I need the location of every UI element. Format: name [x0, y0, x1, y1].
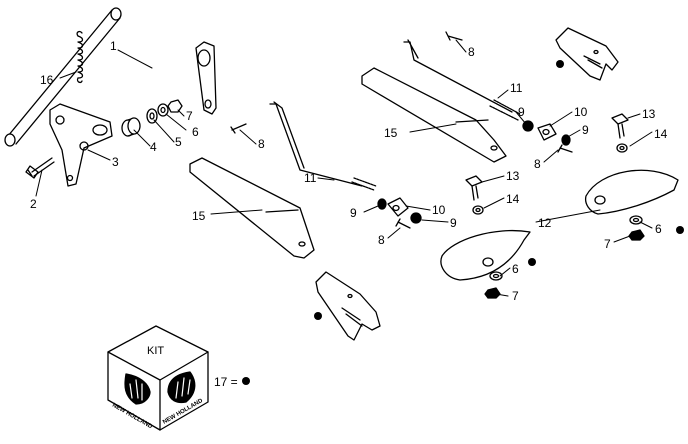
clevis-part-10-left — [387, 197, 409, 217]
callout-1: 1 — [110, 39, 117, 53]
washer-part-14-left — [472, 205, 484, 215]
pin-part-8-a — [230, 123, 247, 134]
callout-9-left-a: 9 — [350, 206, 357, 220]
callout-6-left: 6 — [512, 262, 519, 276]
pin-part-8-b — [395, 218, 411, 229]
shaft-part-1 — [4, 7, 122, 147]
callout-11-right: 11 — [510, 81, 523, 95]
nut-part-9-right-b — [561, 134, 571, 146]
callout-15-left: 15 — [192, 209, 206, 223]
kit-box — [107, 325, 209, 431]
kit-dot-cover-right — [676, 226, 684, 234]
callout-10-left: 10 — [432, 203, 446, 217]
rod-part-11-right — [403, 39, 521, 121]
callout-13-right: 13 — [642, 107, 656, 121]
callout-8-mid: 8 — [258, 137, 265, 151]
callout-16: 16 — [40, 73, 54, 87]
kit-dot-bottom — [314, 312, 322, 320]
callout-2: 2 — [30, 197, 37, 211]
bushing-part-4 — [121, 117, 141, 137]
pin-part-8-c — [445, 31, 463, 41]
bolt-part-13-right — [611, 113, 629, 139]
callout-13-left: 13 — [506, 169, 520, 183]
callout-8-right: 8 — [534, 157, 541, 171]
callout-15-right: 15 — [384, 126, 398, 140]
kit-brand-left: NEW HOLLAND — [111, 403, 154, 431]
right-arm-bracket — [195, 41, 217, 115]
callout-5: 5 — [175, 135, 182, 149]
callout-3: 3 — [112, 155, 119, 169]
washer-part-14-right — [616, 143, 628, 153]
nut-part-7-left — [484, 287, 501, 299]
nut-part-9-left-a — [377, 198, 387, 210]
callout-12: 12 — [538, 216, 552, 230]
kit-label: KIT — [147, 345, 164, 357]
callout-9-right-a: 9 — [518, 105, 525, 119]
callout-7-left: 7 — [512, 289, 519, 303]
kit-legend-text: 17 = — [214, 375, 238, 389]
clevis-part-10-right — [537, 123, 557, 141]
bolt-part-13-left — [465, 175, 483, 201]
rod-part-11-left — [269, 101, 377, 191]
plate-part-15-left — [189, 157, 315, 259]
callout-6-top: 6 — [192, 125, 199, 139]
callout-7-top: 7 — [186, 109, 193, 123]
callout-4: 4 — [150, 140, 157, 154]
callout-9-right-b: 9 — [582, 123, 589, 137]
bracket-bottom — [315, 271, 381, 341]
callout-8-left: 8 — [378, 233, 385, 247]
washer-part-6-left — [489, 271, 503, 281]
leader-lines — [35, 39, 653, 297]
callout-8-top: 8 — [468, 45, 475, 59]
callout-6-right: 6 — [655, 222, 662, 236]
nut-part-7-top — [167, 99, 183, 113]
pin-part-3 — [79, 141, 89, 151]
cover-part-12-right — [584, 169, 679, 215]
callout-10-right: 10 — [574, 105, 588, 119]
nut-part-9-left-b — [410, 212, 422, 224]
pin-part-8-d — [557, 144, 573, 153]
cover-part-12-left — [440, 230, 531, 281]
kit-dot-top-right — [556, 60, 564, 68]
spring-part-16 — [76, 30, 84, 84]
nut-part-7-right — [628, 229, 645, 241]
callout-14-right: 14 — [654, 127, 668, 141]
callout-11-left: 11 — [304, 171, 317, 185]
washer-part-6-top — [157, 103, 169, 117]
bolt-part-2 — [25, 157, 55, 179]
callout-9-left-b: 9 — [450, 216, 457, 230]
plate-part-15-right — [361, 67, 507, 163]
callout-7-right: 7 — [604, 237, 611, 251]
washer-part-6-right — [629, 215, 643, 225]
washer-part-5 — [146, 108, 158, 124]
callout-14-left: 14 — [506, 192, 520, 206]
bracket-top-right — [555, 27, 619, 81]
kit-dot-cover-left — [528, 258, 536, 266]
kit-legend-dot — [242, 377, 250, 385]
left-bracket — [49, 103, 113, 187]
